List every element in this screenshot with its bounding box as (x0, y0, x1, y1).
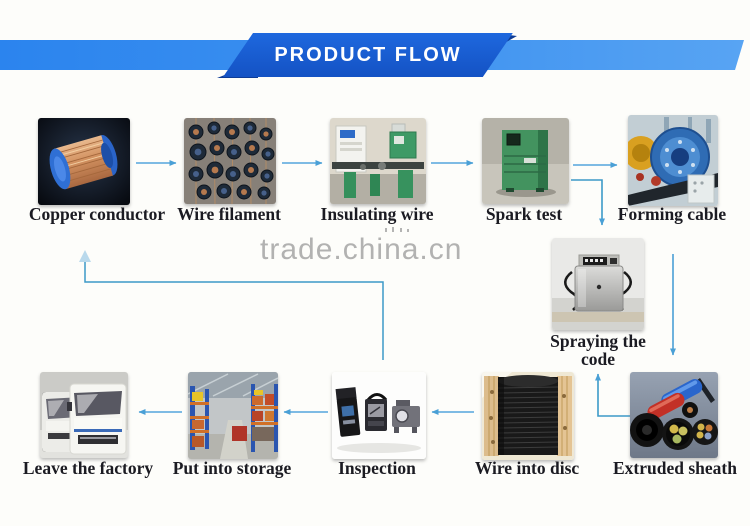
label-wire-into-disc: Wire into disc (474, 458, 580, 478)
label-forming-cable: Forming cable (617, 204, 727, 224)
label-insulating-wire: Insulating wire (320, 204, 434, 224)
watermark-text: trade.china.cn (260, 233, 463, 266)
arrow-spark-to-spraying-elbow (571, 179, 605, 226)
arrow-extruded-to-spraying-elbow (595, 373, 630, 417)
wire-into-disc-photo (482, 372, 574, 460)
erased-text-remnant (407, 229, 409, 232)
extruded-sheath-art (630, 372, 718, 458)
label-extruded-sheath: Extruded sheath (613, 458, 737, 478)
spraying-the-code-art (552, 238, 644, 330)
leave-the-factory-art (40, 372, 128, 458)
erased-text-remnant (400, 228, 402, 232)
inspection-art (332, 372, 426, 459)
wire-filament-photo (184, 118, 276, 204)
erased-text-remnant (392, 227, 394, 232)
label-spark-test: Spark test (485, 204, 563, 224)
page-title: PRODUCT FLOW (274, 44, 462, 66)
label-inspection: Inspection (338, 458, 416, 478)
label-wire-filament: Wire filament (177, 204, 281, 224)
erased-text-remnant (385, 228, 387, 232)
put-into-storage-art (188, 372, 278, 459)
insulating-wire-photo (330, 118, 426, 204)
copper-conductor-art (38, 118, 130, 205)
ribbon-banner (223, 33, 513, 77)
leave-the-factory-photo (40, 372, 128, 458)
inspection-photo (332, 372, 426, 459)
label-put-into-storage: Put into storage (172, 458, 292, 478)
label-spraying-the-code: Spraying the code (550, 331, 646, 369)
label-copper-conductor: Copper conductor (28, 204, 166, 224)
spraying-the-code-photo (552, 238, 644, 330)
forming-cable-photo (628, 115, 718, 206)
copper-conductor-photo (38, 118, 130, 205)
wire-filament-art (184, 118, 276, 204)
extruded-sheath-photo (630, 372, 718, 458)
wire-into-disc-art (482, 372, 574, 460)
label-leave-the-factory: Leave the factory (22, 458, 154, 478)
forming-cable-art (628, 115, 718, 206)
spark-test-art (482, 118, 569, 204)
spark-test-photo (482, 118, 569, 204)
faint-up-arrowhead (79, 250, 91, 262)
put-into-storage-photo (188, 372, 278, 459)
insulating-wire-art (330, 118, 426, 204)
arrow-inspection-return-elbow (84, 261, 384, 360)
